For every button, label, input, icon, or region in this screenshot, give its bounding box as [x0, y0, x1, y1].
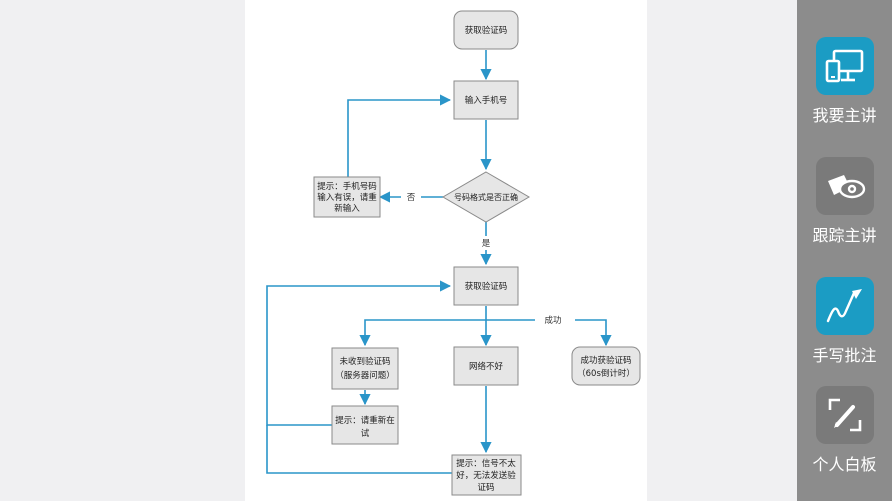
node-format-check: 号码格式是否正确: [442, 171, 530, 223]
arrow-tip-back-to-input: [347, 94, 452, 177]
node-signal-tip: 提示：信号不太 好，无法发送验 证码: [451, 454, 522, 496]
edge-label-success: 成功: [544, 315, 561, 326]
right-toolbar: 我要主讲 跟踪主讲 手写批注: [797, 0, 892, 501]
annotate-button[interactable]: 手写批注: [797, 277, 892, 366]
node-label: 输入有误，请重: [317, 192, 377, 203]
node-label: 获取验证码: [465, 25, 508, 36]
arrow-to-not-received: [359, 319, 535, 347]
node-label: 获取验证码: [465, 281, 508, 292]
node-error-tip: 提示：手机号码 输入有误，请重 新输入: [313, 176, 381, 218]
monitor-present-icon: [815, 37, 874, 95]
node-get-code-top: 获取验证码: [453, 10, 519, 50]
node-label: 证码: [477, 483, 494, 493]
node-label: 新输入: [334, 203, 360, 214]
flowchart-slide: 获取验证码 输入手机号 号码格式是否正确 提示：手机号码 输入有误，请重 新输入…: [245, 0, 647, 501]
present-label: 我要主讲: [812, 106, 877, 125]
node-success: 成功获验证码 （60s倒计时）: [571, 346, 641, 386]
node-label: （服务器问题）: [335, 370, 395, 381]
present-button[interactable]: 我要主讲: [797, 37, 892, 126]
edge-label-yes: 是: [482, 239, 491, 249]
arrow-retry-back-to-get: [266, 280, 452, 426]
node-label: 试: [361, 428, 370, 439]
whiteboard-button[interactable]: 个人白板: [797, 386, 892, 475]
node-label: （60s倒计时）: [577, 368, 635, 379]
eye-track-icon: [815, 157, 874, 215]
whiteboard-label: 个人白板: [812, 455, 877, 474]
node-input-phone: 输入手机号: [453, 80, 519, 120]
annotate-label: 手写批注: [812, 346, 877, 365]
node-label: 提示：手机号码: [317, 181, 377, 192]
node-label: 提示：请重新在: [335, 415, 395, 426]
line-signal-back: [266, 425, 452, 474]
flowchart-diagram: 获取验证码 输入手机号 号码格式是否正确 提示：手机号码 输入有误，请重 新输入…: [266, 10, 641, 496]
edge-label-no: 否: [407, 193, 416, 203]
node-label: 输入手机号: [465, 95, 508, 106]
node-label: 好，无法发送验: [456, 470, 516, 481]
follow-presenter-button[interactable]: 跟踪主讲: [797, 157, 892, 246]
node-label: 未收到验证码: [339, 356, 390, 367]
node-label: 成功获验证码: [580, 355, 631, 366]
node-retry-tip: 提示：请重新在 试: [331, 405, 399, 445]
arrow-to-success: [575, 319, 612, 347]
node-label: 号码格式是否正确: [454, 192, 518, 202]
follow-presenter-label: 跟踪主讲: [812, 226, 877, 245]
node-not-received: 未收到验证码 （服务器问题）: [331, 347, 399, 390]
connector-lines: [266, 50, 612, 474]
node-network-bad: 网络不好: [453, 346, 519, 386]
node-label: 提示：信号不太: [456, 458, 516, 469]
node-get-code-mid: 获取验证码: [453, 266, 519, 306]
handwriting-icon: [815, 277, 874, 335]
pen-board-icon: [815, 386, 874, 444]
node-label: 网络不好: [469, 361, 504, 372]
